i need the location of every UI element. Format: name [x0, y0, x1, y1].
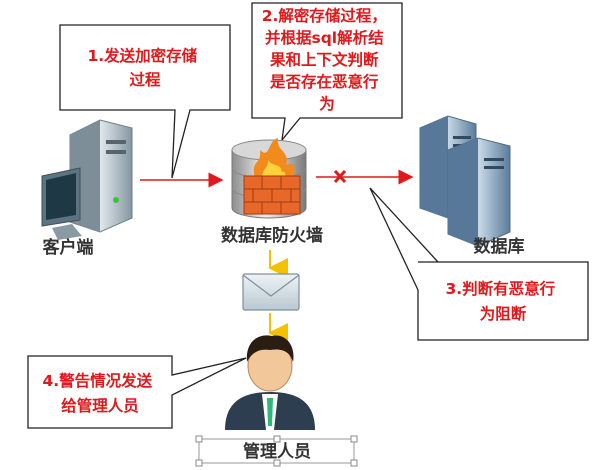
block-x-icon — [333, 169, 347, 184]
callout-step-4-line-1: 4.警告情况发送 — [42, 371, 152, 390]
callout-step-1-line-2: 过程 — [129, 70, 161, 89]
svg-text:2.解密存储过程， 并根据sql解析结: 2.解密存储过程， 并根据sql解析结 果和上下文判断 是否存在恶意行 为 — [262, 6, 393, 113]
firewall-label: 数据库防火墙 — [221, 225, 323, 246]
callout-step-2-line-3: 果和上下文判断 — [270, 50, 379, 69]
callout-step-3-line-1: 3.判断有恶意行 — [445, 279, 555, 298]
database-firewall-icon — [231, 138, 307, 219]
callout-step-1-line-1: 1.发送加密存储 — [87, 46, 197, 65]
envelope-icon — [242, 273, 300, 311]
svg-text:4.警告情况发送 给管理人员: 4.警告情况发送 给管理人员 — [42, 371, 157, 415]
callout-step-2-line-5: 为 — [319, 94, 335, 113]
callout-step-2-line-4: 是否存在恶意行 — [269, 72, 379, 91]
admin-label-selection-box[interactable] — [195, 435, 358, 467]
database-server-icon — [419, 115, 511, 247]
svg-text:3.判断有恶意行 为阻断: 3.判断有恶意行 为阻断 — [445, 279, 560, 323]
callout-step-4: 4.警告情况发送 给管理人员 — [27, 355, 247, 429]
callout-step-2: 2.解密存储过程， 并根据sql解析结 果和上下文判断 是否存在恶意行 为 — [251, 2, 403, 143]
callout-step-1: 1.发送加密存储 过程 — [59, 24, 231, 179]
database-label: 数据库 — [474, 236, 525, 257]
callout-step-3-line-2: 为阻断 — [480, 304, 527, 323]
client-label: 客户端 — [42, 237, 94, 258]
client-computer-icon — [41, 119, 133, 240]
admin-avatar-icon — [225, 335, 315, 430]
callout-step-4-line-2: 给管理人员 — [61, 396, 139, 415]
svg-text:1.发送加密存储 过程: 1.发送加密存储 过程 — [87, 46, 202, 89]
callout-step-2-line-2: 并根据sql解析结 — [265, 28, 384, 47]
admin-label: 管理人员 — [243, 441, 311, 462]
callout-step-3: 3.判断有恶意行 为阻断 — [369, 187, 589, 341]
callout-step-2-line-1: 2.解密存储过程， — [262, 6, 387, 25]
